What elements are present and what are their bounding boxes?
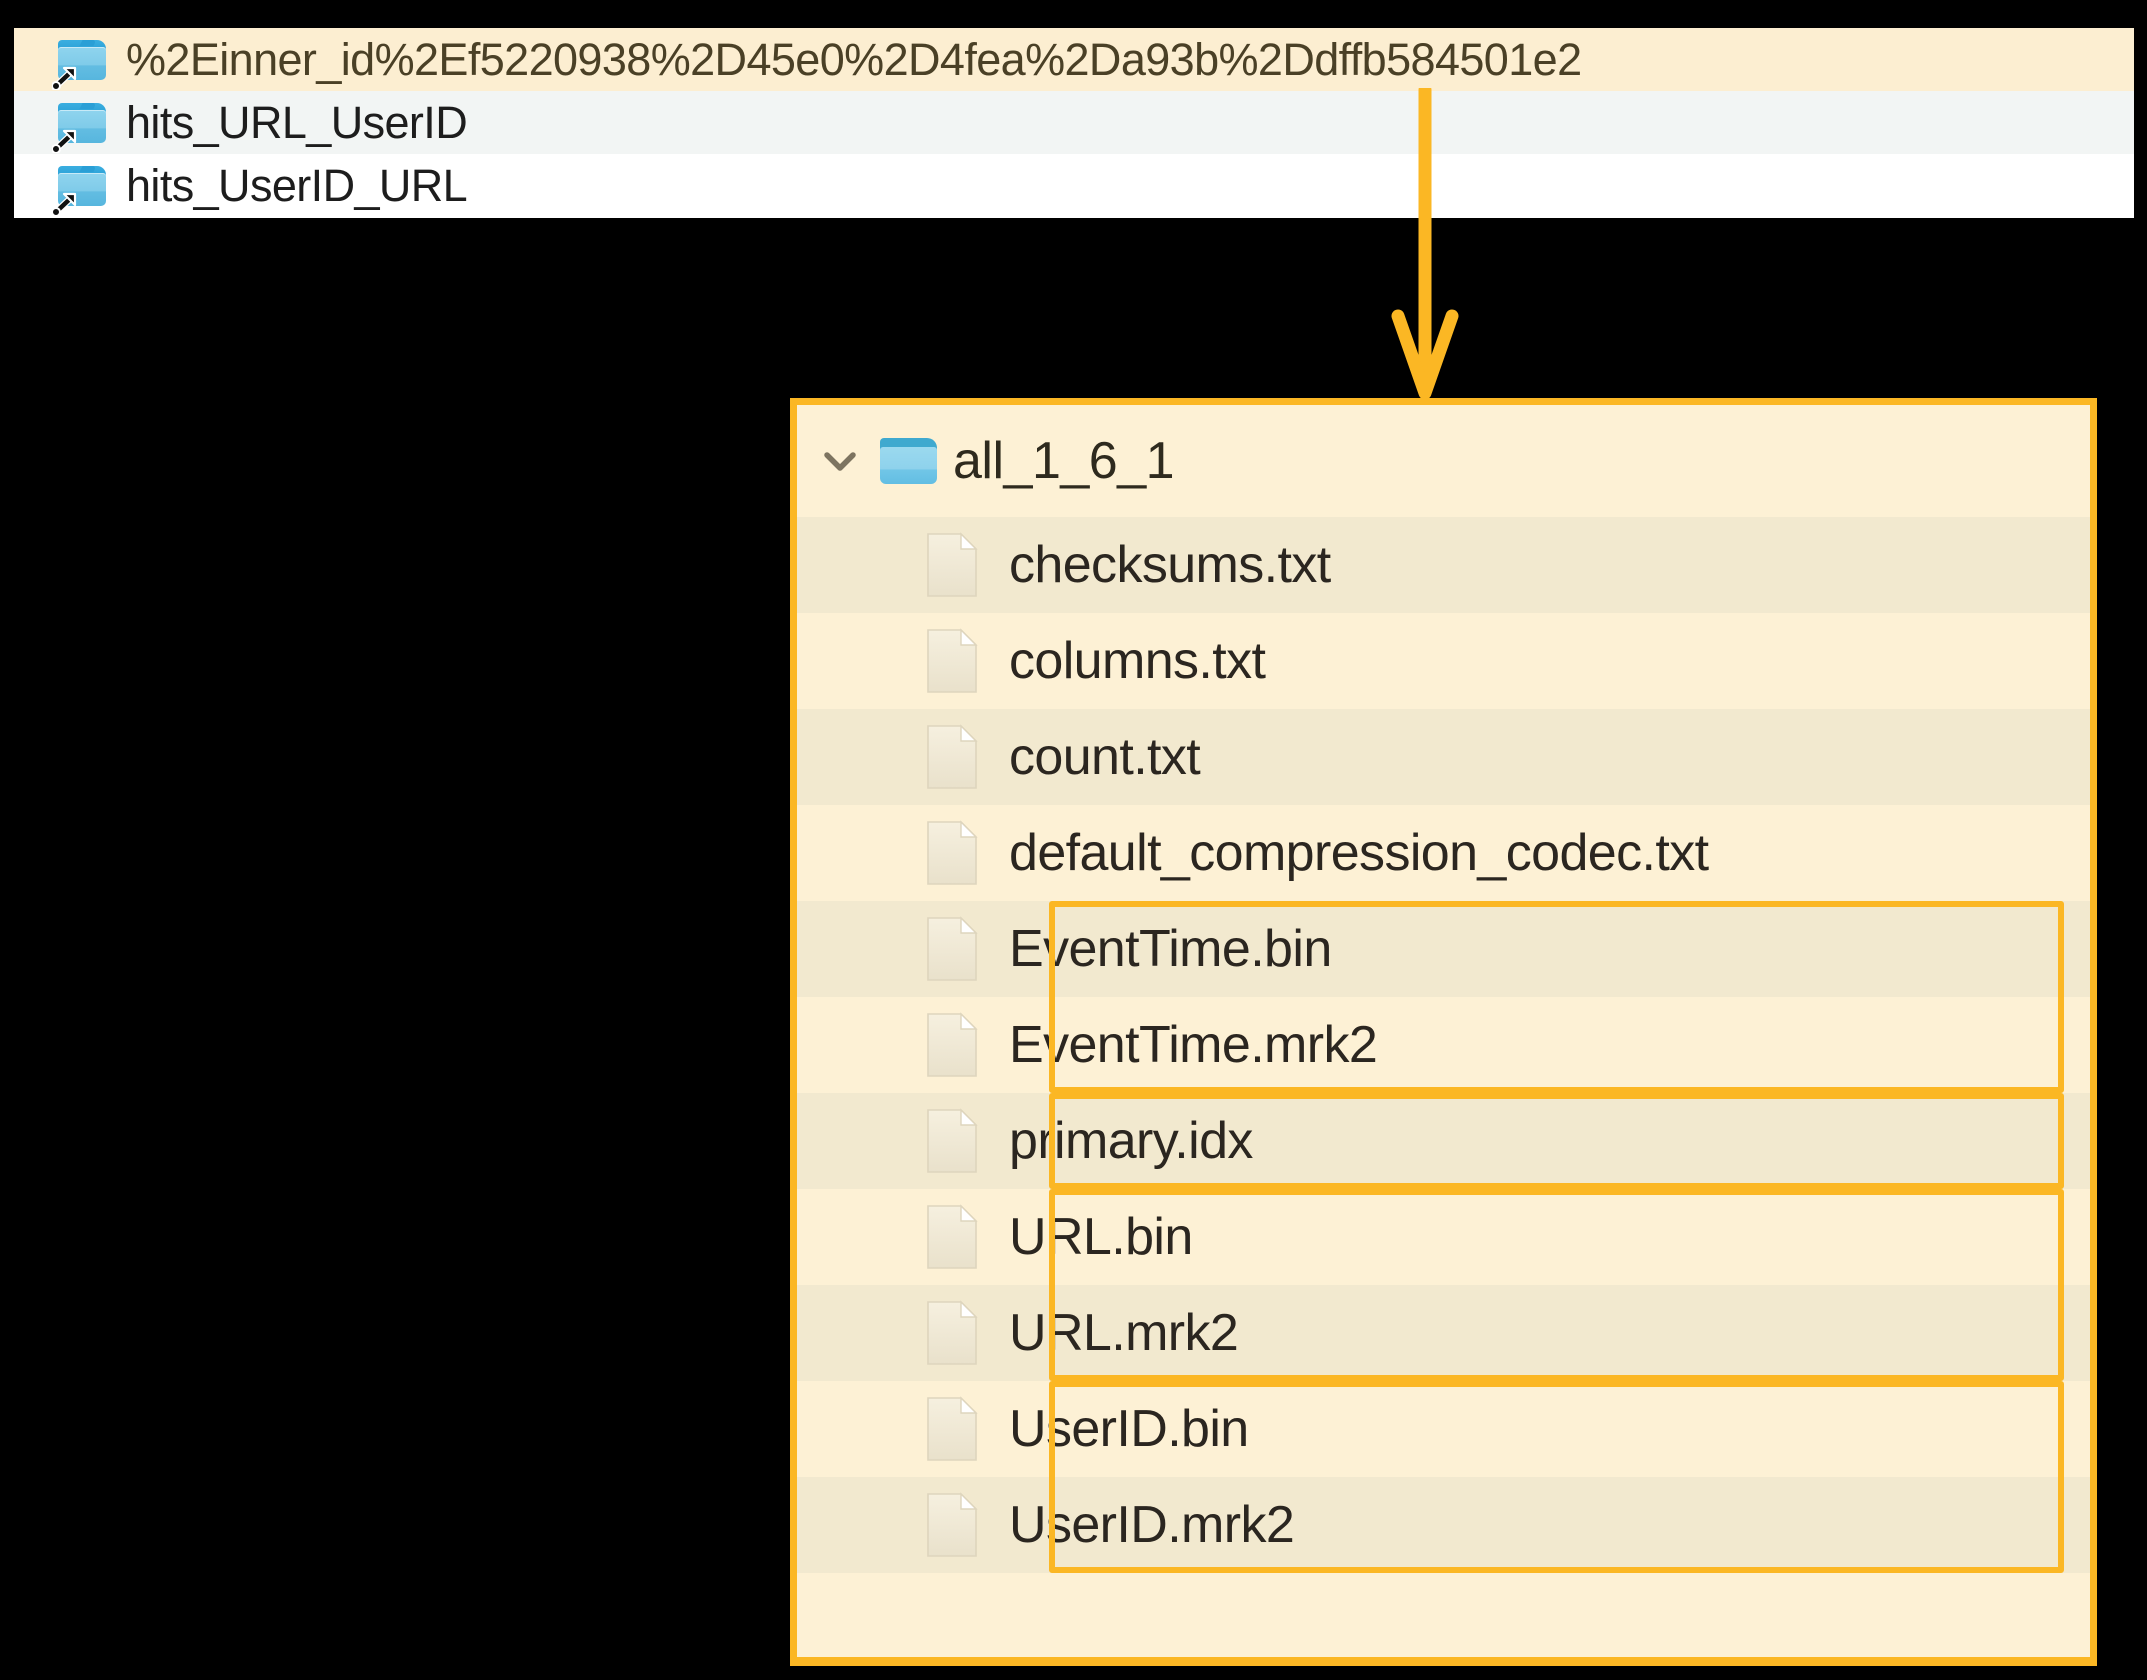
symlink-arrow-icon	[52, 129, 77, 153]
file-name: EventTime.bin	[1009, 920, 1332, 978]
folder-symlink-icon	[52, 101, 108, 153]
mrk-file-icon	[925, 1011, 979, 1079]
folder-symlink-icon	[52, 38, 108, 90]
file-name: checksums.txt	[1009, 536, 1331, 594]
file-row[interactable]: URL.mrk2	[797, 1285, 2090, 1381]
symlink-folder-label: hits_UserID_URL	[126, 160, 468, 211]
idx-file-icon	[925, 1107, 979, 1175]
file-row[interactable]: EventTime.bin	[797, 901, 2090, 997]
file-name: count.txt	[1009, 728, 1201, 786]
file-row[interactable]: count.txt	[797, 709, 2090, 805]
file-row[interactable]: columns.txt	[797, 613, 2090, 709]
file-row[interactable]: UserID.mrk2	[797, 1477, 2090, 1573]
file-row[interactable]: URL.bin	[797, 1189, 2090, 1285]
symlink-arrow-icon	[52, 192, 77, 216]
chevron-down-icon[interactable]	[819, 440, 861, 482]
file-row[interactable]: primary.idx	[797, 1093, 2090, 1189]
directory-row-all_1_6_1[interactable]: all_1_6_1	[797, 405, 2090, 517]
symlink-folder-list[interactable]: %2Einner_id%2Ef5220938%2D45e0%2D4fea%2Da…	[14, 28, 2134, 218]
file-name: URL.mrk2	[1009, 1304, 1239, 1362]
txt-file-icon	[925, 819, 979, 887]
symlink-folder-row[interactable]: hits_URL_UserID	[14, 91, 2134, 154]
bin-file-icon	[925, 915, 979, 983]
file-name: default_compression_codec.txt	[1009, 824, 1709, 882]
file-name: EventTime.mrk2	[1009, 1016, 1378, 1074]
file-name: URL.bin	[1009, 1208, 1193, 1266]
mrk-file-icon	[925, 1299, 979, 1367]
symlink-folder-row[interactable]: hits_UserID_URL	[14, 154, 2134, 217]
symlink-folder-row[interactable]: %2Einner_id%2Ef5220938%2D45e0%2D4fea%2Da…	[14, 28, 2134, 91]
data-part-panel: all_1_6_1 checksums.txt columns.txt count.…	[790, 398, 2097, 1666]
txt-file-icon	[925, 627, 979, 695]
file-row[interactable]: checksums.txt	[797, 517, 2090, 613]
txt-file-icon	[925, 531, 979, 599]
txt-file-icon	[925, 723, 979, 791]
symlink-folder-label: hits_URL_UserID	[126, 97, 468, 148]
symlink-folder-label: %2Einner_id%2Ef5220938%2D45e0%2D4fea%2Da…	[126, 34, 1582, 85]
file-row[interactable]: default_compression_codec.txt	[797, 805, 2090, 901]
file-name: columns.txt	[1009, 632, 1266, 690]
file-name: UserID.mrk2	[1009, 1496, 1295, 1554]
file-row[interactable]: EventTime.mrk2	[797, 997, 2090, 1093]
symlink-arrow-icon	[52, 66, 77, 90]
file-name: primary.idx	[1009, 1112, 1253, 1170]
mrk-file-icon	[925, 1491, 979, 1559]
folder-icon	[879, 437, 939, 485]
bin-file-icon	[925, 1203, 979, 1271]
bin-file-icon	[925, 1395, 979, 1463]
file-name: UserID.bin	[1009, 1400, 1249, 1458]
file-row[interactable]: UserID.bin	[797, 1381, 2090, 1477]
directory-name: all_1_6_1	[953, 432, 1175, 490]
folder-symlink-icon	[52, 164, 108, 216]
